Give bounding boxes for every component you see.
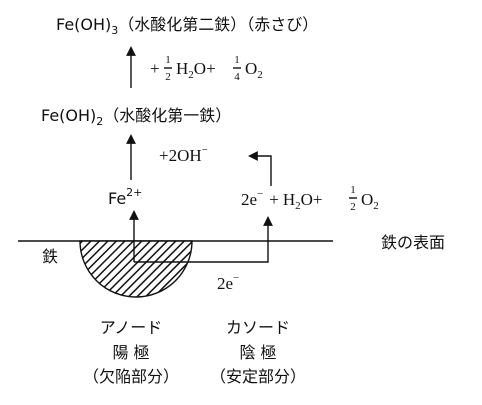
cathode-note: （安定部分） bbox=[210, 367, 306, 386]
electron-flow-label: 2e− bbox=[217, 272, 239, 293]
hydroxide-return-arrow bbox=[248, 151, 272, 186]
ferric-hydroxide-label: Fe(OH)3（水酸化第二鉄）（赤さび） bbox=[56, 15, 318, 37]
cathode-reaction: 2e−+H2O+ 1 2 O2 bbox=[241, 184, 379, 213]
anode-defect-region bbox=[79, 240, 193, 298]
iron-ion-label: Fe2+ bbox=[108, 186, 142, 208]
anode-pole: 陽 極 bbox=[112, 343, 149, 362]
cathode-pole: 陰 極 bbox=[239, 343, 276, 362]
cathode-name: カソード bbox=[226, 318, 290, 337]
svg-text:1: 1 bbox=[165, 54, 171, 66]
svg-text:1: 1 bbox=[234, 54, 240, 66]
svg-text:2e−+H2O+: 2e−+H2O+ bbox=[241, 188, 323, 212]
iron-surface-label: 鉄の表面 bbox=[381, 233, 445, 252]
svg-text:O2: O2 bbox=[245, 59, 263, 81]
svg-text:O2: O2 bbox=[361, 190, 379, 212]
iron-label: 鉄 bbox=[42, 247, 58, 266]
anode-note: （欠陥部分） bbox=[83, 367, 179, 386]
svg-text:1: 1 bbox=[350, 184, 356, 196]
electron-flow-arrow bbox=[134, 216, 273, 263]
svg-text:4: 4 bbox=[234, 71, 240, 83]
svg-text:2: 2 bbox=[350, 201, 356, 213]
svg-text:2: 2 bbox=[165, 71, 171, 83]
svg-text:H2O+: H2O+ bbox=[176, 59, 216, 81]
svg-text:+: + bbox=[150, 59, 160, 78]
anode-name: アノード bbox=[100, 318, 163, 337]
oxidation-reactant-upper: + 1 2 H2O+ 1 4 O2 bbox=[150, 54, 263, 83]
hydroxide-reactant: +2OH− bbox=[159, 144, 208, 165]
ferrous-hydroxide-label: Fe(OH)2（水酸化第一鉄） bbox=[41, 106, 231, 128]
